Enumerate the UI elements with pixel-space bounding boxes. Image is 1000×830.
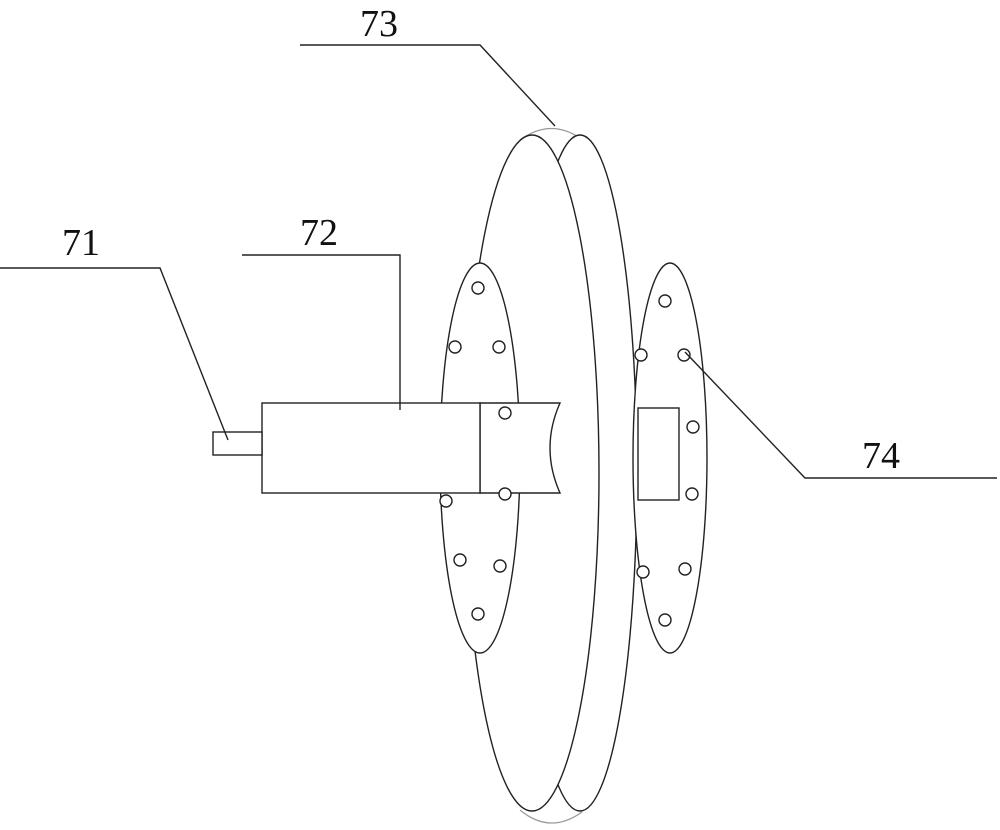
leader-72 [242,254,401,410]
bolt-hole [453,553,467,567]
label-72: 72 [300,212,338,254]
bolt-hole [685,487,699,501]
bolt-hole [471,607,485,621]
leader-74 [684,351,997,479]
bolt-hole [678,562,692,576]
shaft-end [212,431,263,456]
disc-rim-bottom-arc [519,809,583,824]
right-hub-block [637,407,680,501]
label-71: 71 [62,222,100,264]
bolt-hole [498,487,512,501]
label-73: 73 [360,3,398,45]
motor-body [261,402,481,494]
leader-73 [300,44,556,127]
label-74: 74 [862,435,900,477]
leader-71 [0,267,229,441]
bolt-hole [658,613,672,627]
bolt-hole [677,348,691,362]
bolt-hole [448,340,462,354]
bolt-hole [658,294,672,308]
bolt-hole [492,340,506,354]
shaft-segment [479,402,562,494]
bolt-hole [686,420,700,434]
bolt-hole [634,348,648,362]
bolt-hole [439,494,453,508]
bolt-hole [471,281,485,295]
flange-holes [439,281,700,627]
bolt-hole [493,559,507,573]
bolt-hole [498,406,512,420]
bolt-hole [636,565,650,579]
